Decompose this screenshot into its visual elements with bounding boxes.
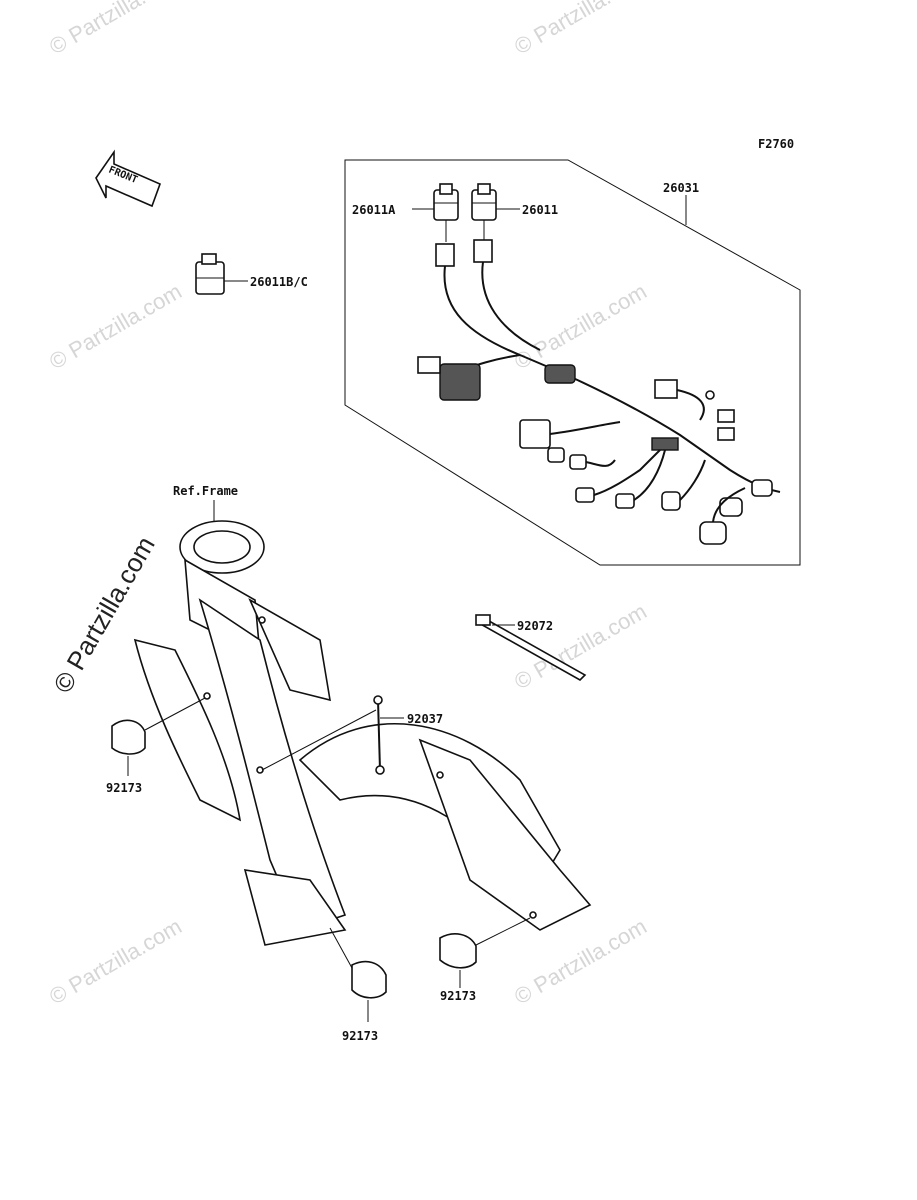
leader-92173-bottom xyxy=(329,927,353,969)
watermark-text: © Partzilla.com xyxy=(510,0,651,59)
coupler-icon xyxy=(575,487,595,503)
harness-kit-group: 26031 26011A 26011 xyxy=(344,159,801,566)
clip-92173-bottom-icon xyxy=(351,960,387,999)
terminal-icon xyxy=(705,390,715,400)
callout-26011BC: 26011B/C xyxy=(250,275,308,289)
motorcycle-frame-drawing xyxy=(133,520,592,946)
callout-26011: 26011 xyxy=(522,203,558,217)
callout-92173-bottom: 92173 xyxy=(342,1029,378,1043)
harness-kit-outline xyxy=(344,159,801,566)
clamp-92037-icon xyxy=(373,695,385,775)
callout-92173-left: 92173 xyxy=(106,781,142,795)
watermark-text: © Partzilla.com xyxy=(45,0,186,59)
leader-92037-frame xyxy=(261,709,377,771)
terminal-icon xyxy=(717,409,735,423)
callout-92173-right: 92173 xyxy=(440,989,476,1003)
watermark-text: © Partzilla.com xyxy=(45,279,186,375)
coupler-icon xyxy=(661,491,681,511)
coupler-icon xyxy=(699,521,727,545)
coupler-icon xyxy=(569,454,587,470)
coupler-icon xyxy=(751,479,773,497)
watermark-text: © Partzilla.com xyxy=(510,914,651,1010)
reference-label: Ref.Frame xyxy=(173,484,238,498)
callout-92037: 92037 xyxy=(407,712,443,726)
callout-26031: 26031 xyxy=(663,181,699,195)
callout-92072: 92072 xyxy=(517,619,553,633)
front-direction-arrow-icon: FRONT xyxy=(95,149,162,208)
connector-icon xyxy=(654,379,678,399)
terminal-icon xyxy=(717,427,735,441)
coupler-icon xyxy=(547,447,565,463)
band-92072-icon xyxy=(475,614,587,681)
leader-92173-left xyxy=(144,697,206,731)
clip-92173-left-icon xyxy=(111,719,146,755)
main-connector-icon xyxy=(439,363,481,401)
small-connector-icon xyxy=(417,356,441,374)
leader-92173-right xyxy=(475,917,531,946)
figure-code: F2760 xyxy=(758,137,794,151)
connector-26011BC-icon xyxy=(195,253,225,295)
coupler-icon xyxy=(615,493,635,509)
coupler-icon xyxy=(719,497,743,517)
watermark-layer: © Partzilla.com © Partzilla.com © Partzi… xyxy=(45,0,651,1009)
watermark-text-large: © Partzilla.com xyxy=(47,531,161,698)
connector-26011-icon xyxy=(471,183,497,221)
connector-26011A-icon xyxy=(433,183,459,221)
connector-icon xyxy=(519,419,551,449)
wire-harness-icon xyxy=(417,239,781,545)
callout-26011A: 26011A xyxy=(352,203,396,217)
relay-icon xyxy=(651,437,679,451)
grommet-icon xyxy=(544,364,576,384)
watermark-text: © Partzilla.com xyxy=(45,914,186,1010)
clip-92173-right-icon xyxy=(439,933,477,969)
